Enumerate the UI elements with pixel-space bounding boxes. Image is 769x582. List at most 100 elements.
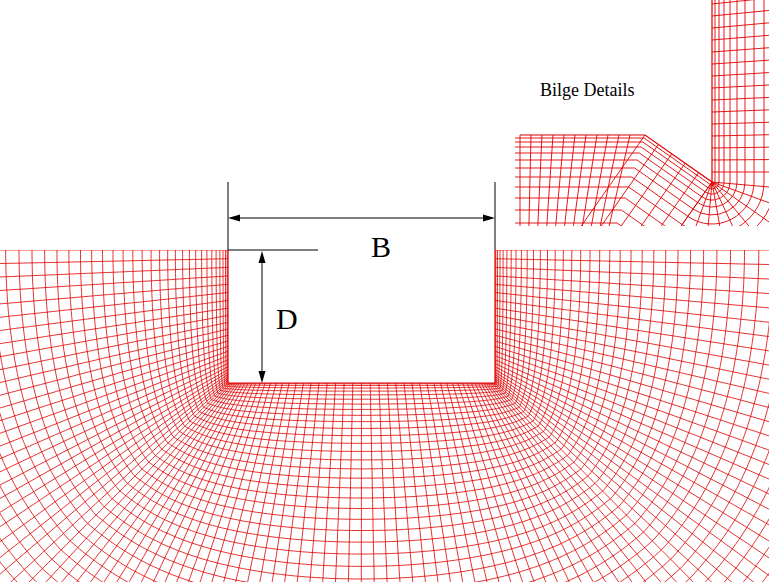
- mesh-ray: [0, 383, 237, 582]
- mesh-ray: [131, 383, 271, 582]
- mesh-ray: [0, 335, 228, 462]
- mesh-ray: [370, 383, 380, 582]
- mesh-ray: [25, 383, 245, 582]
- mesh-ray: [495, 351, 769, 517]
- dimension-lines: [228, 182, 495, 375]
- mesh-ray: [0, 383, 230, 582]
- mesh-ray: [187, 383, 290, 582]
- mesh-contour: [0, 250, 769, 582]
- mesh-ray: [225, 383, 304, 582]
- mesh-ray: [495, 341, 769, 481]
- mesh-ray: [712, 122, 769, 124]
- mesh-ray: [341, 383, 352, 582]
- mesh-contour: [0, 250, 769, 582]
- mesh-ray: [712, 172, 769, 173]
- mesh-ray: [624, 173, 699, 226]
- mesh-ray: [712, 71, 769, 76]
- mesh-ray: [712, 33, 769, 40]
- mesh-contour: [216, 250, 507, 395]
- mesh-ray: [712, 84, 769, 88]
- mesh-ray: [712, 182, 769, 226]
- bilge-detail-mesh: [515, 0, 769, 226]
- mesh-ray: [600, 135, 630, 226]
- mesh-ray: [495, 356, 769, 535]
- mesh-ray: [584, 135, 608, 226]
- mesh-ray: [495, 329, 769, 443]
- mesh-ray: [0, 259, 228, 270]
- mesh-ray: [637, 182, 712, 226]
- dimension-label: B: [371, 232, 391, 262]
- mesh-contour: [212, 250, 511, 399]
- mesh-ray: [0, 276, 228, 309]
- mesh-ray: [584, 144, 659, 226]
- dimension-line: [236, 218, 487, 219]
- mesh-contour: [0, 250, 769, 582]
- mesh-ray: [495, 360, 769, 552]
- mesh-ray: [712, 46, 769, 52]
- mesh-ray: [668, 182, 713, 226]
- mesh-ray: [42, 383, 248, 582]
- mesh-contour: [0, 250, 731, 582]
- mesh-ray: [77, 383, 256, 582]
- mesh-ray: [701, 182, 712, 226]
- mesh-ray: [495, 375, 769, 582]
- mesh-ray: [552, 135, 564, 226]
- mesh-ray: [205, 383, 296, 582]
- mesh-contour: [0, 250, 759, 582]
- hull-section: [229, 250, 494, 382]
- arrowhead: [259, 251, 266, 263]
- mesh-ray: [495, 346, 769, 498]
- mesh-ray: [420, 383, 498, 582]
- mesh-contour: [0, 250, 745, 582]
- hull-detail: [515, 0, 712, 182]
- mesh-ray: [495, 378, 769, 582]
- mesh-ray: [712, 96, 769, 100]
- mesh-contour: [226, 250, 498, 386]
- mesh-ray: [0, 377, 228, 582]
- mesh-ray: [59, 383, 252, 582]
- mesh-ray: [244, 383, 311, 582]
- arrowhead: [259, 371, 266, 383]
- mesh-ray: [495, 372, 769, 582]
- extension-line: [228, 182, 229, 250]
- mesh-ray: [263, 383, 319, 582]
- mesh-ray: [712, 159, 769, 161]
- mesh-contour: [0, 250, 769, 582]
- mesh-ray: [0, 383, 233, 582]
- mesh-ray: [8, 383, 242, 582]
- mesh-contour: [227, 250, 496, 384]
- arrowheads: [228, 215, 495, 384]
- inset-title: Bilge Details: [540, 81, 634, 99]
- mesh-contour: [223, 250, 500, 388]
- mesh-ray: [712, 134, 769, 136]
- mesh-ray: [495, 370, 769, 582]
- mesh-contour: [0, 250, 769, 582]
- mesh-ray: [592, 135, 619, 226]
- mesh-ray: [0, 383, 235, 582]
- mesh-contour: [0, 250, 769, 582]
- mesh-ray: [322, 383, 344, 582]
- mesh-ray: [495, 308, 769, 386]
- mesh-ray: [712, 182, 769, 226]
- mesh-ray: [520, 135, 521, 226]
- mesh-contour: [220, 250, 503, 391]
- hull-outline: [520, 0, 712, 182]
- mesh-contour: [0, 250, 769, 582]
- mesh-ray: [712, 21, 769, 28]
- mesh-ray: [495, 377, 769, 582]
- mesh-ray: [712, 59, 769, 64]
- extension-line: [495, 182, 496, 250]
- mesh-ray: [149, 383, 276, 582]
- mesh-ray: [637, 182, 712, 226]
- mesh-ray: [495, 382, 769, 582]
- mesh-ray: [611, 163, 686, 226]
- mesh-ray: [283, 383, 328, 582]
- mesh-ray: [712, 182, 769, 226]
- mesh-ray: [597, 154, 672, 226]
- mesh-ray: [570, 135, 645, 226]
- mesh-contour: [228, 250, 495, 383]
- dimension-line: [262, 260, 263, 375]
- mesh-ray: [495, 293, 769, 348]
- mesh-ray: [0, 293, 228, 348]
